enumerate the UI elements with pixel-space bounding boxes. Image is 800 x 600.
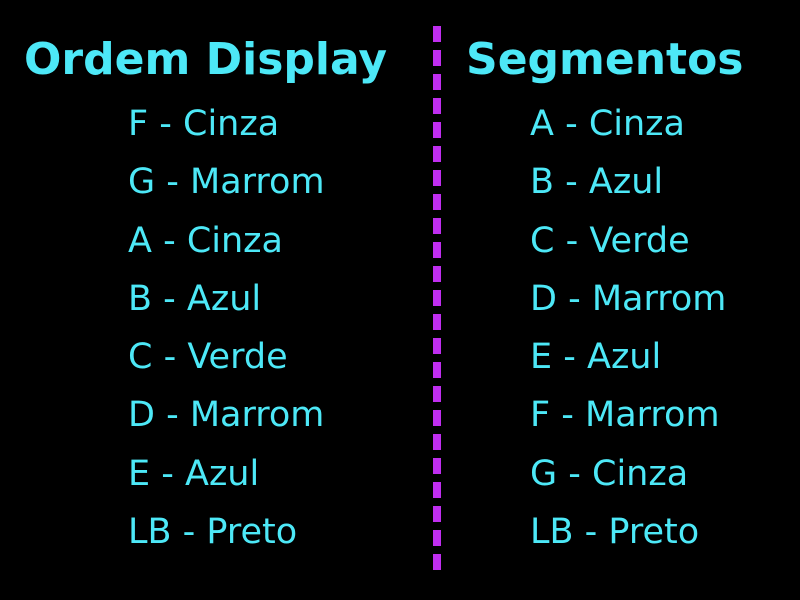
list-item: F - Marrom [530,395,720,436]
list-item: C - Verde [128,337,288,378]
list-item: D - Marrom [128,395,325,436]
list-item: F - Cinza [128,104,280,144]
list-item: B - Azul [128,278,262,319]
right-column-list: A - Cinza B - Azul C - Verde D - Marrom … [530,95,726,561]
left-column-list: F - Cinza G - Marrom A - Cinza B - Azul … [128,95,325,561]
list-item: C - Verde [530,220,690,261]
list-item: E - Azul [128,453,260,494]
list-item: LB - Preto [128,512,298,553]
list-item: A - Cinza [530,104,685,144]
list-item: G - Marrom [128,162,325,203]
list-item: D - Marrom [530,278,727,319]
list-item: LB - Preto [530,512,700,553]
dashed-divider [433,26,441,576]
list-item: B - Azul [530,162,664,203]
right-column-heading: Segmentos [466,34,744,85]
left-column-heading: Ordem Display [24,34,387,85]
list-item: A - Cinza [128,220,283,261]
list-item: G - Cinza [530,453,689,494]
list-item: E - Azul [530,337,662,378]
